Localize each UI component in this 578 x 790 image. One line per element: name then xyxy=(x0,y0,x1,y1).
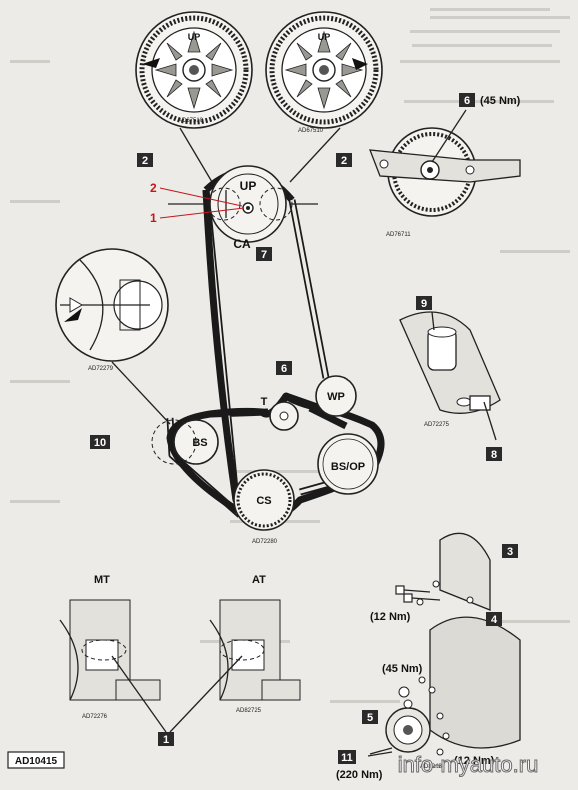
callout-1: 1 xyxy=(163,734,169,746)
camshaft-holder-detail: AD76711 xyxy=(369,109,521,238)
ca-label: CA xyxy=(233,237,251,251)
cover-bolts xyxy=(367,585,441,757)
mt-label: MT xyxy=(94,574,110,586)
callout-7: 7 xyxy=(261,249,267,261)
ref-ad67510-a: AD67510 xyxy=(178,118,204,124)
callout-2-right: 2 xyxy=(341,155,347,167)
ref-ad76711: AD76711 xyxy=(386,232,411,238)
callout-3: 3 xyxy=(507,546,513,558)
bsop-label: BS/OP xyxy=(331,461,365,473)
ref-ad72280: AD72280 xyxy=(252,539,278,545)
tensioner-pulley: T xyxy=(261,396,299,431)
callout-11: 11 xyxy=(341,752,353,764)
ref-ad67510-b: AD67510 xyxy=(298,128,324,134)
torque-12-a: (12 Nm) xyxy=(370,611,411,623)
bs-label: BS xyxy=(192,437,207,449)
torque-45-b: (45 Nm) xyxy=(382,663,423,675)
ref-ad72279: AD72279 xyxy=(88,366,114,372)
torque-220: (220 Nm) xyxy=(336,769,383,781)
balance-shaft-detail: AD72279 xyxy=(55,248,171,425)
ref-ad72275: AD72275 xyxy=(424,422,450,428)
up-label-right: UP xyxy=(318,32,331,42)
cs-label: CS xyxy=(256,495,271,507)
callout-2-left: 2 xyxy=(142,155,148,167)
up-label-main: UP xyxy=(240,179,257,193)
balance-shaft-oil-pump-pulley: BS/OP xyxy=(317,433,379,495)
red-marker-1: 1 xyxy=(150,211,157,225)
arrow-icon xyxy=(142,58,160,68)
callout-10: 10 xyxy=(94,437,106,449)
watermark: info-myauto.ru xyxy=(398,752,539,777)
wp-label: WP xyxy=(327,391,345,403)
arrow-icon xyxy=(64,308,82,322)
camshaft-sprocket-left: UP AD67510 xyxy=(135,11,253,129)
torque-45-top: (45 Nm) xyxy=(480,95,521,107)
callout-8: 8 xyxy=(491,449,497,461)
callout-9: 9 xyxy=(421,298,427,310)
gearbox-marks-detail: MT AD72276 AT AD82725 xyxy=(59,574,301,733)
red-marker-2: 2 xyxy=(150,181,157,195)
t-label: T xyxy=(261,396,268,408)
tensioner-bolt-detail: AD72275 xyxy=(399,311,501,441)
at-label: AT xyxy=(252,574,266,586)
callout-5: 5 xyxy=(367,712,373,724)
crankshaft-sprocket: CS AD72280 xyxy=(233,469,295,545)
camshaft-pulley-ca: UP CA xyxy=(168,165,318,251)
torque-12-b: (12 Nm) xyxy=(454,755,495,767)
ref-ad82487: AD82487 xyxy=(420,764,446,770)
callout-6-detail: 6 xyxy=(464,95,470,107)
ref-ad82725: AD82725 xyxy=(236,708,262,714)
figure-id: AD10415 xyxy=(15,756,58,767)
callout-tags: 2 2 7 6 10 6 9 8 3 4 5 11 1 xyxy=(90,93,518,764)
figure-id-box: AD10415 xyxy=(7,751,65,769)
ref-ad72276: AD72276 xyxy=(82,714,108,720)
torque-labels: (45 Nm) (12 Nm) (45 Nm) (12 Nm) (220 Nm) xyxy=(336,95,521,781)
water-pump-pulley: WP xyxy=(315,375,357,417)
camshaft-sprocket-right: UP AD67510 xyxy=(265,11,383,134)
red-markers: 2 1 xyxy=(150,181,245,225)
arrow-icon xyxy=(352,58,368,70)
timing-cover-detail: AD82487 xyxy=(369,532,521,770)
callout-6-belt: 6 xyxy=(281,363,287,375)
up-label-left: UP xyxy=(188,32,201,42)
balance-shaft-pulley: BS xyxy=(151,419,219,465)
callout-4: 4 xyxy=(491,614,498,626)
